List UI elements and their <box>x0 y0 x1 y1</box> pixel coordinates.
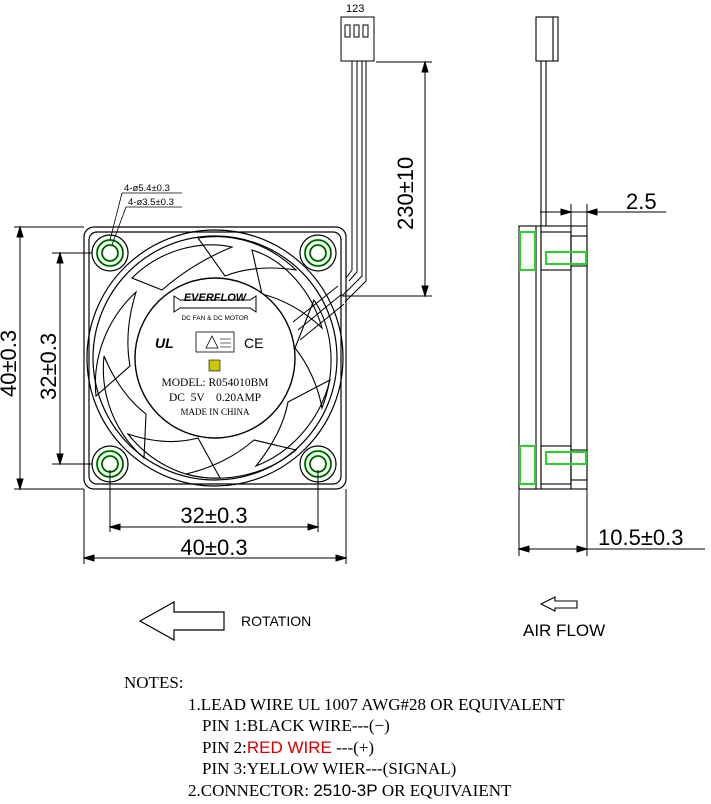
hole-callouts: 4-ø5.4±0.3 4-ø3.5±0.3 <box>109 183 182 246</box>
origin-text: MADE IN CHINA <box>181 407 250 417</box>
width-outer-label: 40±0.3 <box>180 535 247 560</box>
ul-mark: UL <box>155 335 174 351</box>
thickness-label: 10.5±0.3 <box>598 525 683 550</box>
warning-triangle-icon <box>205 335 219 349</box>
note-pin-3: PIN 3:YELLOW WIER---(SIGNAL) <box>202 759 457 778</box>
rotation-label: ROTATION <box>241 613 311 629</box>
width-inner-label: 32±0.3 <box>180 503 247 528</box>
connector-prefix: 2.CONNECTOR: <box>188 780 314 800</box>
lead-length-dimension: 230±10 <box>342 60 432 298</box>
rotation-legend: ROTATION <box>138 600 311 642</box>
height-dimensions: 40±0.3 32±0.3 <box>0 225 92 491</box>
airflow-arrow-icon <box>539 596 578 612</box>
height-outer-label: 40±0.3 <box>0 330 21 397</box>
connector-part: 2510-3P <box>313 780 378 800</box>
height-inner-label: 32±0.3 <box>36 333 61 400</box>
side-offset-label: 2.5 <box>626 189 657 214</box>
note-pin-1: PIN 1:BLACK WIRE---(−) <box>202 716 390 735</box>
ce-mark: CE <box>244 335 263 351</box>
notes-heading: NOTES: <box>124 673 184 692</box>
note-lead-wire: 1.LEAD WIRE UL 1007 AWG#28 OR EQUIVALENT <box>188 694 565 714</box>
connector: 123 <box>340 3 375 303</box>
airflow-legend: AIR FLOW <box>523 596 605 640</box>
connector-suffix: OR EQUIVAIENT <box>377 780 512 800</box>
connector-pin-label: 123 <box>346 3 364 15</box>
thickness-dimension: 10.5±0.3 <box>517 489 705 556</box>
hub-label: EVERFLOW DC FAN & DC MOTOR UL CE MODEL: … <box>155 292 269 417</box>
notes-section: NOTES: 1.LEAD WIRE UL 1007 AWG#28 OR EQU… <box>124 672 704 801</box>
hole-small-label: 4-ø3.5±0.3 <box>128 197 174 208</box>
brand-tagline: DC FAN & DC MOTOR <box>181 315 248 322</box>
hole-large-label: 4-ø5.4±0.3 <box>124 183 170 194</box>
pin-2-suffix: ---(+) <box>331 737 375 757</box>
pin-2-red-text: RED WIRE <box>246 737 332 757</box>
fan-front-view <box>83 226 347 490</box>
side-offset-dimension: 2.5 <box>540 189 666 226</box>
label-dot-icon <box>208 359 221 372</box>
cert-box-icon <box>195 331 235 353</box>
rating-text: DC 5V 0.20AMP <box>169 392 261 404</box>
note-pin-2: PIN 2:RED WIRE ---(+) <box>124 737 704 759</box>
note-connector: 2.CONNECTOR: 2510-3P OR EQUIVAIENT <box>124 780 704 802</box>
model-text: MODEL: R054010BM <box>161 377 268 389</box>
pin-2-prefix: PIN 2: <box>202 737 247 757</box>
rotation-arrow-icon <box>138 600 225 642</box>
brand-logo-text: EVERFLOW <box>184 292 248 304</box>
side-hole-highlights <box>519 231 587 485</box>
airflow-label: AIR FLOW <box>523 621 605 640</box>
width-dimensions: 32±0.3 40±0.3 <box>82 470 348 564</box>
lead-length-label: 230±10 <box>393 157 418 230</box>
